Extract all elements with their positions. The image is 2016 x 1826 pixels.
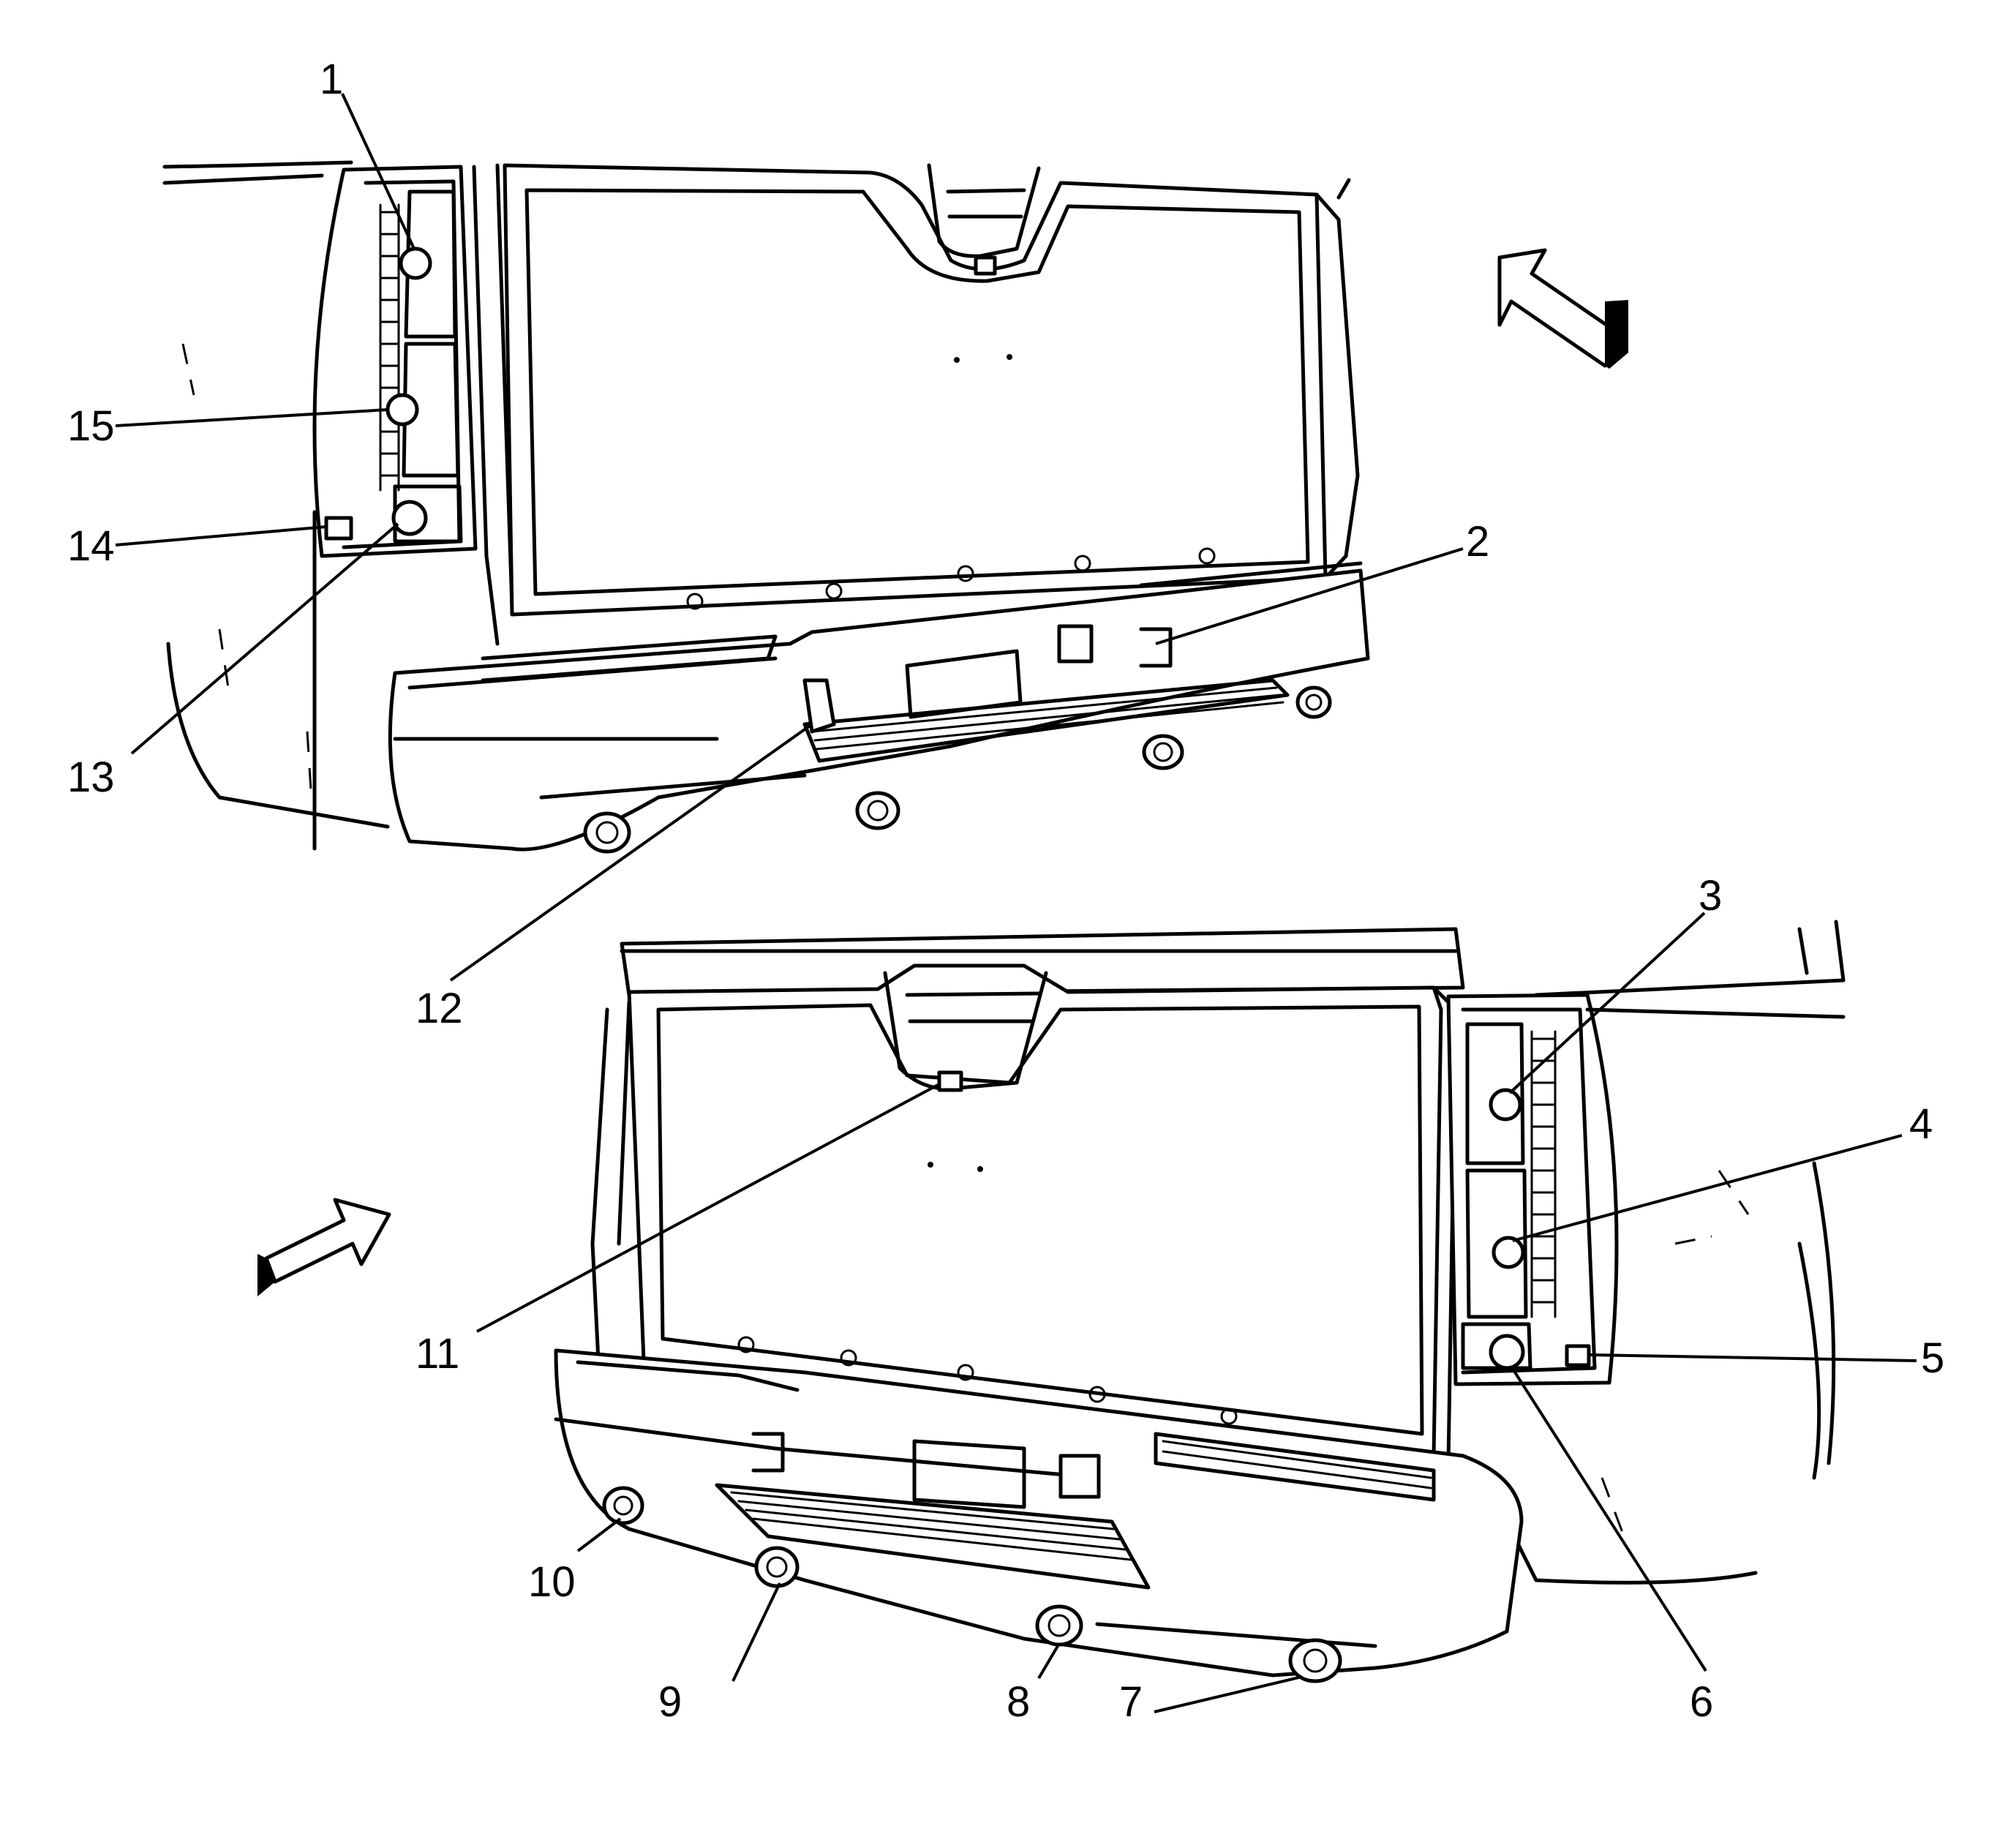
callout-4: 4: [1909, 1100, 1933, 1148]
callout-8: 8: [1007, 1678, 1030, 1726]
callout-3: 3: [1699, 872, 1722, 920]
callout-10: 10: [528, 1558, 576, 1606]
callout-9: 9: [658, 1678, 682, 1726]
callout-13: 13: [67, 754, 115, 801]
callout-2: 2: [1466, 518, 1489, 566]
direction-arrow-lower: [257, 1198, 391, 1296]
callout-6: 6: [1690, 1678, 1713, 1726]
callout-12: 12: [415, 985, 463, 1032]
callout-7: 7: [1119, 1678, 1143, 1726]
callout-15: 15: [67, 402, 115, 450]
bottom-vehicle-view: [554, 920, 1846, 1683]
top-vehicle-view: [162, 160, 1370, 854]
callout-14: 14: [67, 522, 115, 570]
direction-arrow-upper: [1497, 248, 1628, 369]
callout-11: 11: [415, 1330, 459, 1378]
callout-5: 5: [1921, 1334, 1944, 1382]
leader-lines: [115, 93, 1917, 1713]
callout-1: 1: [320, 56, 343, 103]
callout-labels: 1 2 3 4 5 6 7 8 9 10 11 12 13 14 15: [67, 56, 1944, 1726]
